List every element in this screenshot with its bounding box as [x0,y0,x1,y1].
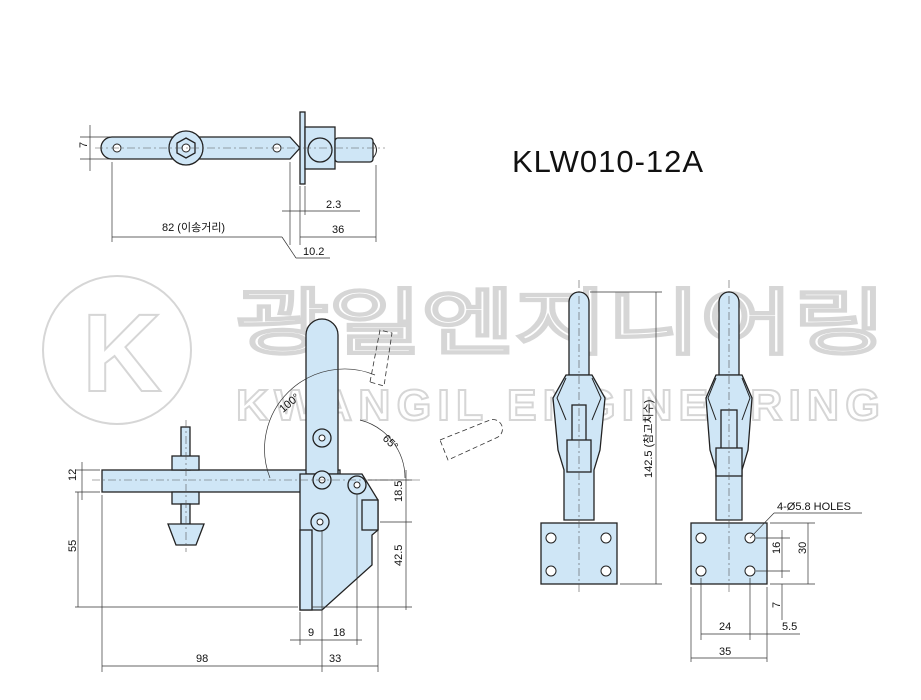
front-view-left: 142.5 (참고치수) [540,280,662,595]
dim-side-12: 12 [67,469,79,481]
dim-top-36: 36 [332,224,344,236]
side-base-plate [299,529,313,611]
front-view-right: 4-Ø5.8 HOLES 16 30 7 24 5.5 35 [690,280,862,662]
top-handle-grip [334,137,374,163]
dim-front-5-5: 5.5 [782,621,797,633]
side-spindle-bottom [180,503,191,525]
dim-front-24: 24 [719,621,731,633]
dim-side-18: 18 [333,627,345,639]
dim-front-35: 35 [719,646,731,658]
top-grip-end [372,141,377,159]
dim-side-33: 33 [329,653,341,665]
side-angle-arc-65 [359,419,406,479]
watermark-korean: 광일엔지니어링 [236,284,886,364]
watermark-logo-letter: K [82,292,161,415]
side-nut-lower [171,491,200,505]
watermark-logo-circle [42,275,192,425]
side-view: 100° 65° 12 55 18.5 42.5 9 18 98 33 [67,318,503,672]
dim-side-55: 55 [67,540,79,552]
side-body-step [361,499,379,531]
top-pivot [307,137,333,163]
dim-top-travel: 82 (이송거리) [162,221,225,234]
dim-front-142-5: 142.5 (참고치수) [642,400,655,478]
model-title: KLW010-12A [512,144,704,179]
dim-side-18-5: 18.5 [393,481,405,502]
top-view: 7 2.3 82 (이송거리) 36 10.2 [78,111,385,259]
dim-front-16: 16 [771,542,783,554]
dim-side-42-5: 42.5 [393,545,405,566]
watermark: K 광일엔지니어링 KWANGIL ENGINEERING [42,275,887,431]
dim-front-30: 30 [797,542,809,554]
dim-side-9: 9 [308,627,314,639]
dim-top-2-3: 2.3 [326,199,341,211]
front-holes-label: 4-Ø5.8 HOLES [777,501,851,513]
dim-side-98: 98 [196,653,208,665]
dim-top-10-2: 10.2 [303,246,324,258]
dim-front-7: 7 [771,602,783,608]
side-nut-upper [171,455,200,471]
side-ghost-handle-2 [439,419,503,461]
side-angle-65: 65° [380,433,400,453]
side-ghost-handle-1 [369,329,393,387]
side-angle-arc-100 [264,368,376,479]
dim-top-7: 7 [78,142,90,148]
side-handle [305,318,339,475]
